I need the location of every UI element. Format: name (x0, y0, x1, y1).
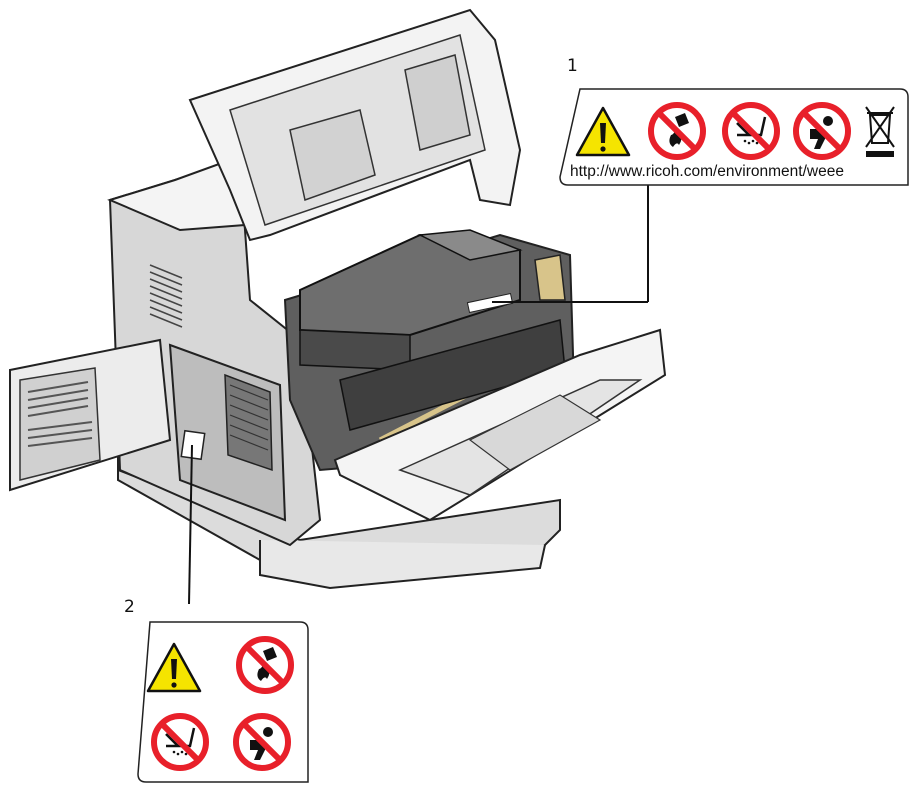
side-label-patch (180, 429, 206, 461)
side-vents (149, 264, 183, 328)
printer (9, 8, 667, 590)
callout-2-number: 2 (124, 597, 135, 617)
no-vacuum-icon (725, 105, 777, 157)
callout-1 (492, 88, 909, 303)
callout-2 (137, 444, 309, 783)
callout-2-leader (188, 444, 193, 605)
label-1-url: http://www.ricoh.com/environment/weee (570, 163, 844, 180)
cartridge-label-patch (466, 292, 514, 314)
weee-bin-icon (865, 106, 895, 157)
callout-1-number: 1 (567, 56, 578, 76)
no-vacuum-icon (154, 716, 206, 768)
keep-from-children-icon (796, 105, 848, 157)
no-fire-icon (651, 105, 703, 157)
keep-from-children-icon (236, 716, 288, 768)
no-fire-icon (239, 639, 291, 691)
